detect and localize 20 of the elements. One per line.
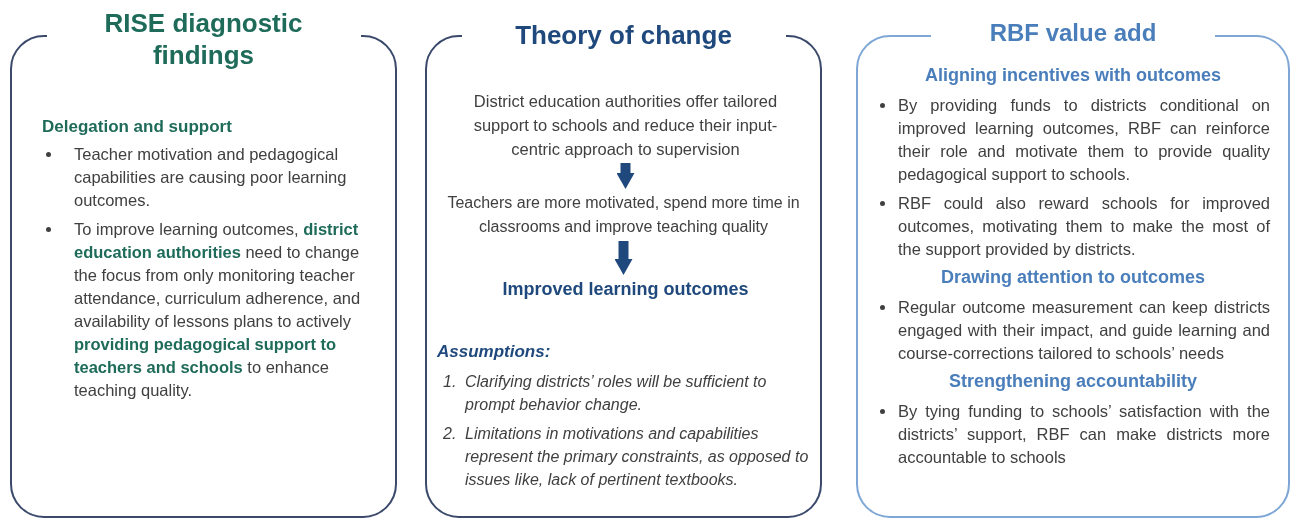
bullet-item: To improve learning outcomes, district education authorities need to change the focus from only monitoring teacher attendance, curriculum adherence, and availability of lessons plans to actively providing pedagogical support to teachers and schools to enhance teaching quality.	[42, 218, 365, 402]
numbered-item: 2. Limitations in motivations and capabilities represent the primary constraints, as opposed to issues like, lack of pertinent textbooks.	[437, 422, 810, 491]
outcome-text: Improved learning outcomes	[437, 277, 814, 301]
bullet-item: Teacher motivation and pedagogical capabilities are causing poor learning outcomes.	[42, 143, 365, 212]
numbered-item: 1. Clarifying districts’ roles will be sufficient to prompt behavior change.	[437, 370, 810, 416]
down-arrow	[614, 241, 633, 275]
bullet-item: By tying funding to schools’ satisfaction with the districts’ support, RBF can make districts more accountable to schools	[876, 400, 1270, 469]
step-text: Teachers are more motivated, spend more time in classrooms and improve teaching quality	[427, 191, 820, 239]
section-heading: Assumptions:	[437, 342, 552, 362]
bullet-item: By providing funds to districts conditional on improved learning outcomes, RBF can reinforce their role and motivate them to provide quality pedagogical support to schools.	[876, 94, 1270, 186]
section-heading: Delegation and support	[42, 117, 233, 137]
item-number: 2.	[443, 424, 457, 444]
bullet-item: RBF could also reward schools for improved outcomes, motivating them to make the most of the support provided by districts.	[876, 192, 1270, 261]
section-heading: Aligning incentives with outcomes	[923, 65, 1222, 86]
section-heading: Strengthening accountability	[948, 371, 1198, 392]
item-number: 1.	[443, 372, 457, 392]
down-arrow	[616, 163, 635, 189]
section-heading: Drawing attention to outcomes	[940, 267, 1206, 288]
step-text: District education authorities offer tailored support to schools and reduce their input-centric approach to supervision	[452, 89, 799, 161]
bullet-item: Regular outcome measurement can keep districts engaged with their impact, and guide learning and course-corrections tailored to schools’ needs	[876, 296, 1270, 365]
